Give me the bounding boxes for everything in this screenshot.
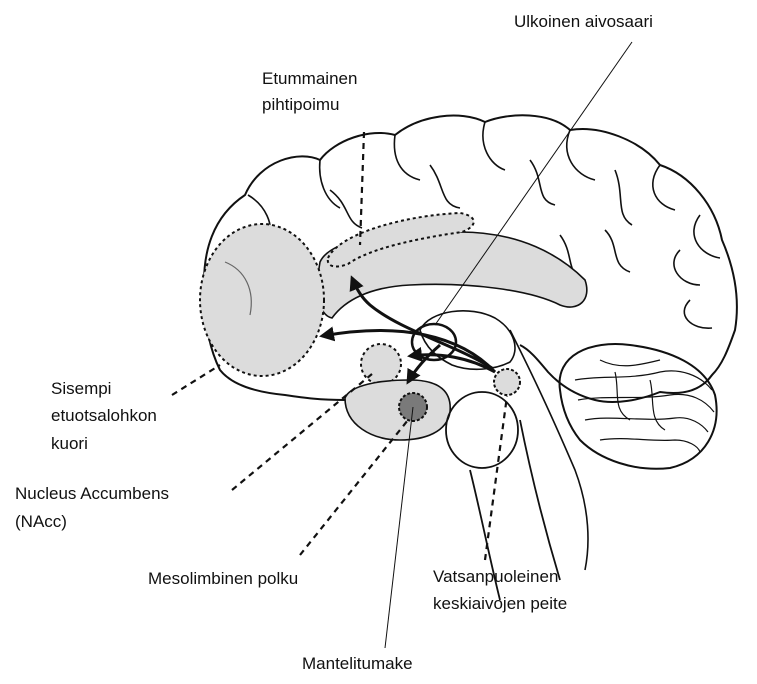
label-acc-line1: Etummainen [262, 67, 357, 91]
cerebellum-folia [575, 360, 714, 452]
leader-mpfc [172, 365, 220, 395]
label-acc-line2: pihtipoimu [262, 93, 340, 117]
label-vta-line1: Vatsanpuoleinen [433, 565, 558, 589]
leader-nacc [232, 374, 372, 490]
label-nacc-line2: (NAcc) [15, 510, 67, 534]
nucleus-accumbens [361, 344, 401, 384]
leader-vta [485, 396, 507, 560]
label-amygdala: Mantelitumake [302, 652, 413, 676]
pons [446, 392, 518, 468]
label-mesolimbic: Mesolimbinen polku [148, 567, 298, 591]
brainstem-inner [510, 330, 588, 570]
cerebellum [560, 344, 717, 469]
medial-prefrontal-cortex [200, 224, 324, 376]
label-mpfc-line3: kuori [51, 432, 88, 456]
label-nacc-line1: Nucleus Accumbens [15, 482, 169, 506]
label-mpfc-line2: etuotsalohkon [51, 404, 157, 428]
leader-lines [385, 42, 632, 648]
ventral-tegmental-area [494, 369, 520, 395]
temporal-lobe [345, 380, 450, 440]
label-insula: Ulkoinen aivosaari [514, 10, 653, 34]
label-mpfc-line1: Sisempi [51, 377, 111, 401]
leader-mesolimbic [300, 420, 408, 555]
label-vta-line2: keskiaivojen peite [433, 592, 567, 616]
